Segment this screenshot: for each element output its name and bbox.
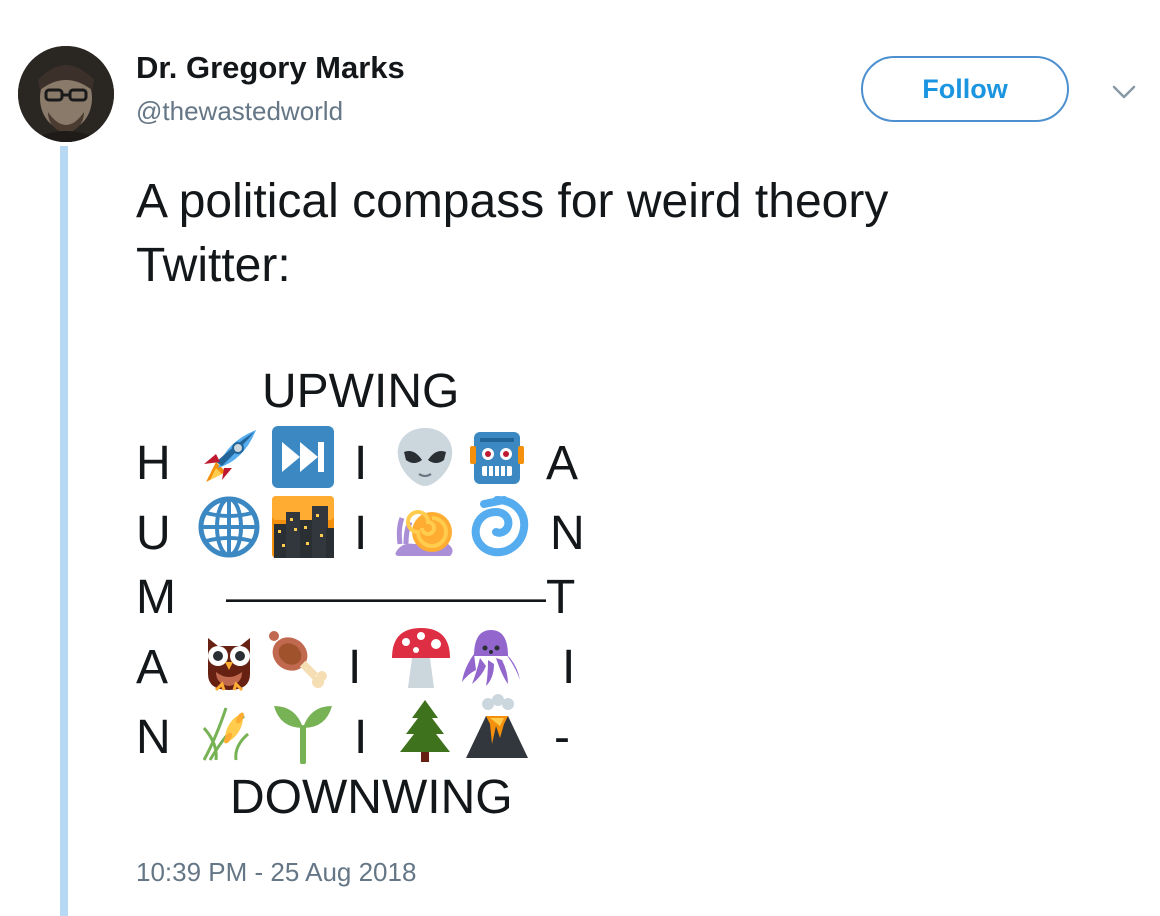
compass-divider: ————————: [226, 576, 546, 620]
owl-icon: [208, 638, 250, 692]
follow-button[interactable]: Follow: [861, 56, 1069, 122]
volcano-icon: [466, 694, 528, 758]
left-axis-letter: M: [136, 571, 176, 624]
evergreen-tree-icon: [400, 700, 450, 762]
compass-separator: I: [354, 437, 368, 490]
rocket-icon: [204, 430, 256, 482]
cyclone-icon: [471, 496, 529, 557]
compass-separator: I: [354, 711, 368, 764]
robot-icon: [470, 432, 524, 484]
mushroom-icon: [392, 628, 450, 688]
chevron-down-icon[interactable]: [1106, 78, 1142, 106]
user-handle[interactable]: @thewastedworld: [136, 96, 344, 126]
avatar-photo: [18, 46, 114, 142]
meat-on-bone-icon: [269, 631, 327, 688]
ear-of-rice-icon: [202, 707, 249, 761]
right-axis-letter: N: [550, 507, 585, 560]
compass-bottom-label: DOWNWING: [230, 771, 513, 824]
left-axis-letter: H: [136, 437, 171, 490]
right-axis-letter: A: [546, 437, 579, 490]
tweet-text-line: A political compass for weird theory: [136, 175, 889, 228]
octopus-icon: [462, 630, 520, 686]
tweet-timestamp[interactable]: 10:39 PM - 25 Aug 2018: [136, 857, 417, 887]
right-axis-letter: T: [546, 571, 576, 624]
thread-line: [60, 146, 68, 916]
fast-forward-icon: [272, 426, 334, 488]
left-axis-letter: U: [136, 507, 171, 560]
right-axis-letter: I: [562, 641, 576, 694]
compass-separator: I: [354, 507, 368, 560]
tweet-text-line: Twitter:: [136, 239, 291, 292]
left-axis-letter: A: [136, 641, 169, 694]
compass-separator: I: [348, 641, 362, 694]
tweet-text: A political compass for weird theory Twi…: [136, 170, 1086, 298]
left-axis-letter: N: [136, 711, 171, 764]
right-axis-letter: -: [554, 711, 570, 764]
display-name[interactable]: Dr. Gregory Marks: [136, 50, 405, 85]
compass-top-label: UPWING: [262, 365, 460, 418]
alien-icon: [397, 428, 453, 486]
snail-icon: [395, 510, 453, 556]
avatar[interactable]: [18, 46, 114, 142]
globe-icon: [198, 496, 260, 558]
cityscape-dusk-icon: [272, 496, 334, 558]
seedling-icon: [274, 706, 332, 764]
